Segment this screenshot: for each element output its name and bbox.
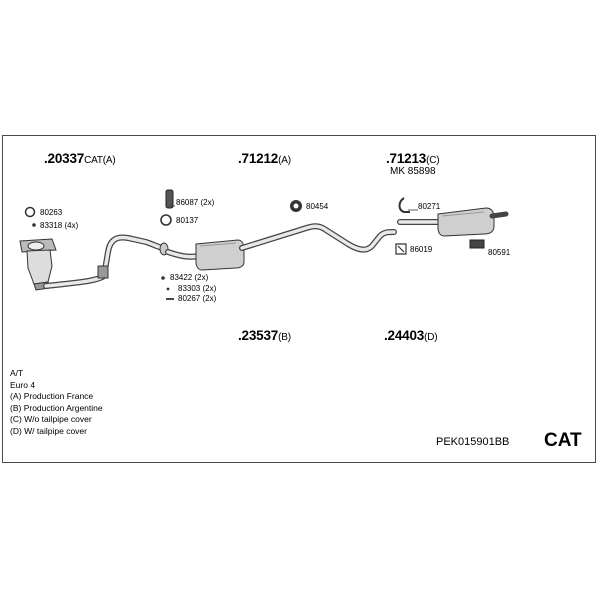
bolt-icon: [32, 223, 36, 227]
rear-clamp-icon: [398, 197, 410, 213]
kit-code: PEK015901BB: [436, 436, 510, 448]
mk-label: MK 85898: [390, 166, 436, 177]
catalytic-converter: [19, 238, 57, 291]
part-label-83422: 83422 (2x): [170, 273, 209, 282]
note-line: (D) W/ tailpipe cover: [10, 425, 87, 436]
part-label-83318: 83318 (4x): [40, 221, 79, 230]
note-line: A/T: [10, 368, 24, 378]
part-number-71212: .71212(A): [238, 151, 291, 166]
part-label-86019: 86019: [410, 245, 433, 254]
rear-hanger-icon: [395, 243, 407, 255]
part-number: .71213: [386, 151, 427, 166]
notes-block: A/T Euro 4 (A) Production France (B) Pro…: [10, 368, 103, 438]
part-number: .23537: [238, 328, 279, 343]
part-label-80137: 80137: [176, 216, 199, 225]
front-pipe: [43, 234, 165, 289]
part-label-80267: 80267 (2x): [178, 294, 217, 303]
part-number-71213: .71213(C): [386, 151, 440, 166]
clamp-bracket-icon: [165, 189, 174, 209]
part-number-20337: .20337CAT(A): [44, 151, 116, 166]
part-suffix: CAT(A): [84, 155, 116, 166]
note-line: (B) Production Argentine: [10, 402, 103, 413]
part-label-80271: 80271: [418, 202, 441, 211]
seal-ring-icon: [160, 214, 172, 226]
nut-icon-1: [161, 276, 165, 280]
note-line: Euro 4: [10, 379, 36, 390]
part-label-80454: 80454: [306, 202, 329, 211]
part-suffix: (D): [424, 332, 438, 343]
part-number-23537: .23537(B): [238, 328, 291, 343]
rear-silencer: [437, 207, 495, 237]
part-label-86087: 86087 (2x): [176, 198, 215, 207]
middle-silencer: [195, 239, 245, 271]
tailpipe: [489, 211, 509, 219]
part-number: .20337: [44, 151, 85, 166]
front-pipe-flange: [97, 265, 109, 279]
part-suffix: (A): [278, 155, 291, 166]
note-line: (C) W/o tailpipe cover: [10, 414, 92, 425]
part-label-83303: 83303 (2x): [178, 284, 217, 293]
part-number: .71212: [238, 151, 279, 166]
rubber-hanger-icon: [469, 239, 485, 249]
part-suffix: (B): [278, 332, 291, 343]
part-suffix: (C): [426, 155, 440, 166]
note-line: (A) Production France: [10, 391, 94, 402]
part-number: .24403: [384, 328, 425, 343]
part-number-24403: .24403(D): [384, 328, 438, 343]
cat-badge: CAT: [544, 430, 582, 451]
nut-icon-2: [166, 287, 170, 291]
part-label-80591: 80591: [488, 248, 511, 257]
diagram-frame: [2, 135, 596, 463]
gasket-ring-icon: [24, 206, 36, 218]
part-label-80263: 80263: [40, 208, 63, 217]
